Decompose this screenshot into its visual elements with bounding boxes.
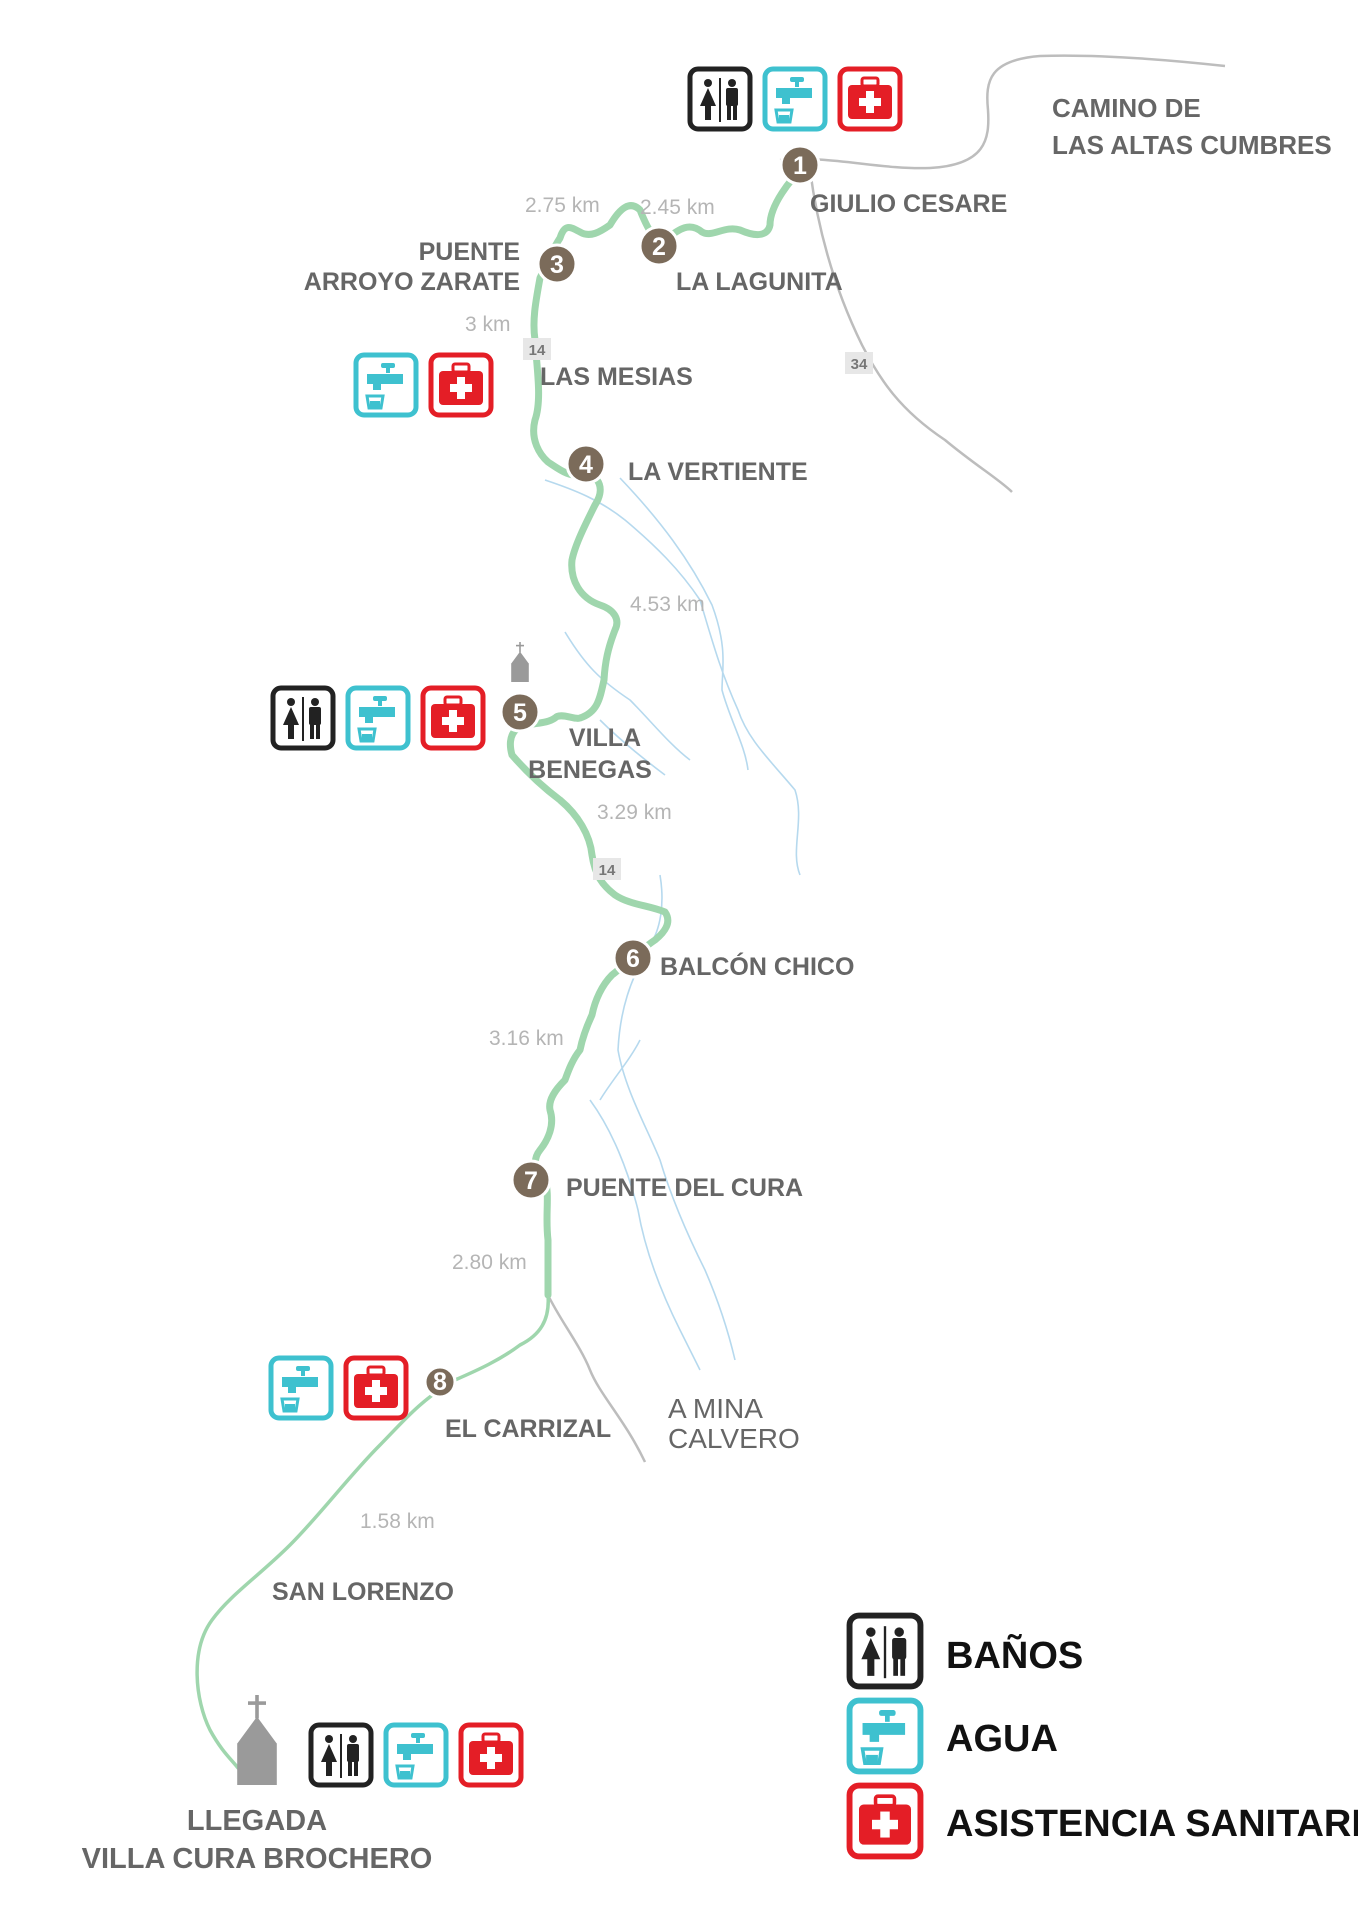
services-el-carrizal bbox=[271, 1358, 406, 1418]
church-icon bbox=[511, 642, 529, 682]
mina-label: A MINA bbox=[668, 1393, 763, 1424]
svg-text:3: 3 bbox=[550, 251, 564, 279]
services-llegada bbox=[311, 1725, 521, 1785]
svg-text:14: 14 bbox=[599, 862, 616, 879]
stop-marker-4[interactable]: 4 bbox=[565, 443, 607, 485]
stop-marker-6[interactable]: 6 bbox=[612, 937, 654, 979]
legend-label: AGUA bbox=[946, 1718, 1058, 1760]
restroom-icon bbox=[273, 688, 333, 748]
stop-marker-7[interactable]: 7 bbox=[510, 1159, 552, 1201]
stop-label: LA LAGUNITA bbox=[676, 268, 843, 296]
services-villa-benegas bbox=[273, 688, 483, 748]
stop-marker-8[interactable]: 8 bbox=[423, 1365, 457, 1399]
road-mina bbox=[546, 1294, 647, 1463]
svg-text:14: 14 bbox=[529, 342, 546, 359]
water-tap-icon bbox=[356, 355, 416, 415]
stop-label: ARROYO ZARATE bbox=[304, 268, 520, 296]
restroom-icon bbox=[311, 1725, 371, 1785]
route-line bbox=[506, 161, 809, 1299]
stop-marker-3[interactable]: 3 bbox=[536, 243, 578, 285]
first-aid-icon bbox=[423, 688, 483, 748]
stop-label: EL CARRIZAL bbox=[445, 1415, 611, 1443]
arrival-label: LLEGADA bbox=[187, 1805, 327, 1837]
road-label: CAMINO DE bbox=[1052, 93, 1201, 123]
svg-text:7: 7 bbox=[524, 1167, 538, 1195]
stop-label: LA VERTIENTE bbox=[628, 458, 808, 486]
water-tap-icon bbox=[850, 1701, 921, 1772]
road-14-badge: 14 bbox=[593, 858, 621, 880]
river bbox=[599, 719, 666, 776]
road-label: LAS ALTAS CUMBRES bbox=[1052, 130, 1332, 160]
restroom-icon bbox=[690, 69, 750, 129]
svg-text:8: 8 bbox=[433, 1368, 447, 1396]
place-label-san-lorenzo: SAN LORENZO bbox=[272, 1578, 454, 1606]
river bbox=[619, 477, 749, 771]
roads bbox=[546, 54, 1226, 1463]
mina-label: CALVERO bbox=[668, 1423, 800, 1454]
road-14-badge: 14 bbox=[523, 338, 551, 360]
distance-label: 2.80 km bbox=[452, 1251, 527, 1274]
svg-text:6: 6 bbox=[626, 945, 640, 973]
stop-label: VILLA bbox=[569, 724, 641, 752]
legend-label: BAÑOS bbox=[946, 1633, 1083, 1677]
church-icon bbox=[237, 1695, 277, 1785]
water-tap-icon bbox=[765, 69, 825, 129]
svg-text:34: 34 bbox=[851, 356, 868, 373]
stop-label: PUENTE DEL CURA bbox=[566, 1174, 803, 1202]
stop-marker-5[interactable]: 5 bbox=[499, 691, 541, 733]
road-34 bbox=[808, 169, 1013, 493]
stop-label: PUENTE bbox=[419, 238, 520, 266]
first-aid-icon bbox=[840, 69, 900, 129]
road-altas-cumbres bbox=[779, 54, 1226, 170]
restroom-icon bbox=[850, 1616, 921, 1687]
route-line-final bbox=[195, 1293, 550, 1770]
legend: BAÑOS AGUA ASISTENCIA SANITARIA bbox=[850, 1616, 1358, 1857]
svg-text:2: 2 bbox=[652, 233, 666, 261]
svg-text:4: 4 bbox=[579, 451, 593, 479]
distance-label: 3.29 km bbox=[597, 801, 672, 824]
svg-text:5: 5 bbox=[513, 699, 527, 727]
river bbox=[599, 1039, 641, 1101]
stop-label: GIULIO CESARE bbox=[810, 190, 1007, 218]
legend-label: ASISTENCIA SANITARIA bbox=[946, 1803, 1358, 1845]
svg-text:1: 1 bbox=[793, 152, 807, 180]
first-aid-icon bbox=[346, 1358, 406, 1418]
services-giulio-cesare bbox=[690, 69, 900, 129]
stop-label: BALCÓN CHICO bbox=[660, 951, 854, 981]
river bbox=[544, 479, 801, 876]
distance-label: 2.75 km bbox=[525, 194, 600, 217]
services-las-mesias bbox=[356, 355, 491, 415]
arrival-label: VILLA CURA BROCHERO bbox=[82, 1843, 433, 1875]
distance-label: 3 km bbox=[465, 313, 511, 336]
water-tap-icon bbox=[271, 1358, 331, 1418]
river bbox=[589, 1099, 701, 1371]
distance-label: 1.58 km bbox=[360, 1510, 435, 1533]
first-aid-icon bbox=[850, 1786, 921, 1857]
water-tap-icon bbox=[348, 688, 408, 748]
distance-label: 3.16 km bbox=[489, 1027, 564, 1050]
stop-marker-2[interactable]: 2 bbox=[638, 225, 680, 267]
distance-label: 4.53 km bbox=[630, 593, 705, 616]
stop-label: BENEGAS bbox=[528, 756, 652, 784]
place-label-las-mesias: LAS MESIAS bbox=[540, 363, 693, 391]
water-tap-icon bbox=[386, 1725, 446, 1785]
stop-marker-1[interactable]: 1 bbox=[779, 144, 821, 186]
distance-label: 2.45 km bbox=[640, 196, 715, 219]
road-34-badge: 34 bbox=[845, 352, 873, 374]
first-aid-icon bbox=[461, 1725, 521, 1785]
river bbox=[564, 631, 691, 761]
first-aid-icon bbox=[431, 355, 491, 415]
